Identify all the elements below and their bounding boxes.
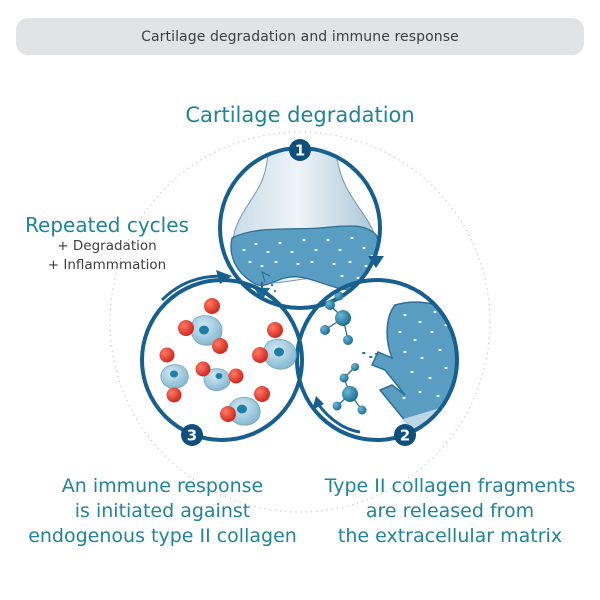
repeated-cycles-label: Repeated cycles + Degradation + Inflammm…	[22, 213, 192, 275]
repeated-cycles-title: Repeated cycles	[25, 213, 189, 237]
step-2-number: 2	[400, 427, 410, 445]
step-2-badge: 2	[394, 424, 416, 446]
arrow-head-3-to-1	[216, 270, 232, 284]
cycles-item-degradation: + Degradation	[57, 238, 157, 254]
step-3-label-line: An immune response	[61, 475, 264, 497]
step-2-label-line: Type II collagen fragments	[324, 475, 576, 497]
arrow-head-2-to-3	[312, 396, 324, 410]
cycles-item-inflammation: + Inflammmation	[47, 257, 167, 273]
step-2-label-line: the extracellular matrix	[337, 525, 563, 547]
step-3-badge: 3	[181, 424, 203, 446]
arrow-head-1-to-2	[368, 256, 384, 268]
cartilage-joint-icon	[230, 148, 380, 300]
outer-dotted-ring	[109, 131, 491, 513]
step-3-number: 3	[187, 427, 197, 445]
step-3-label: An immune response is initiated against …	[20, 474, 305, 549]
step-3-label-line: endogenous type II collagen	[28, 525, 297, 547]
step-1-number: 1	[295, 142, 305, 160]
immune-cells-icon	[159, 298, 297, 426]
header-title: Cartilage degradation and immune respons…	[141, 28, 459, 45]
step-2-label-line: are released from	[365, 500, 535, 522]
header-title-bar: Cartilage degradation and immune respons…	[16, 18, 584, 55]
step-3-label-line: is initiated against	[74, 500, 251, 522]
step-2-label: Type II collagen fragments are released …	[305, 474, 595, 549]
step-2-circle	[295, 278, 459, 442]
step-1-badge: 1	[289, 139, 311, 161]
step-1-label: Cartilage degradation	[185, 103, 415, 127]
